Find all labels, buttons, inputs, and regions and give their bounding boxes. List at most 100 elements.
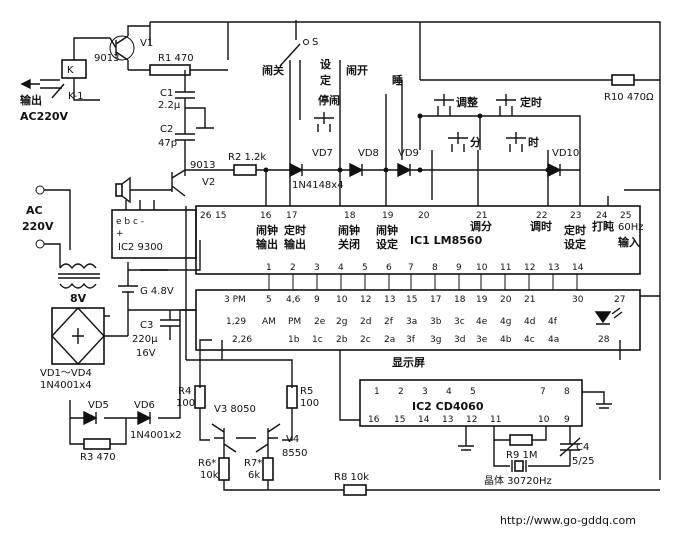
r4-value: 100 <box>176 398 195 409</box>
capacitor-c1: C1 2.2μ <box>158 70 214 129</box>
r8-label: R8 10k <box>334 472 369 483</box>
ic2-cd4060: 1 2 3 4 5 7 8 IC2 CD4060 16 15 14 13 12 … <box>359 379 612 451</box>
r2-label: R2 1.2k <box>228 152 266 163</box>
display-pin-21: 21 <box>524 295 535 305</box>
ic1-lm8560: IC1 LM8560 26 15 16 17 18 19 20 21 22 23… <box>195 205 644 275</box>
switch-s-label: S <box>312 37 318 48</box>
transformer: 8V <box>58 263 100 305</box>
r9-label: R9 1M <box>506 450 537 461</box>
r1-label: R1 470 <box>158 53 194 64</box>
diode-vd9: VD9 <box>397 148 419 178</box>
relay-k1-label: K-1 <box>68 91 83 102</box>
display-seg-pm: PM <box>288 317 301 327</box>
ic1-pin-9: 9 <box>456 263 462 273</box>
display-seg-3a: 3a <box>406 317 417 327</box>
display-seg-4d: 4d <box>524 317 535 327</box>
ic1-fn-alarm-off-1: 闹钟 <box>338 223 360 237</box>
transistor-v1: V1 9013 <box>94 25 153 70</box>
diode-vd8: VD8 <box>349 148 379 178</box>
display-pin-27: 27 <box>614 295 625 305</box>
switch-shuimian: 睡 <box>385 73 403 160</box>
resistor-r5: R5 100 <box>282 385 319 441</box>
vd9-label: VD9 <box>398 148 419 159</box>
display-pin-9: 9 <box>314 295 320 305</box>
resistor-r6: R6* 10k <box>198 448 344 491</box>
display-seg-2e: 2e <box>314 317 326 327</box>
capacitor-c3: C3 220μ 16V <box>128 309 195 359</box>
ic4060-name: IC2 CD4060 <box>412 400 484 413</box>
display-seg-4e: 4e <box>476 317 488 327</box>
vd5-label: VD5 <box>88 400 109 411</box>
vd8-label: VD8 <box>358 148 379 159</box>
ic4060-pin-7: 7 <box>540 387 546 397</box>
ic1-fn-adjust-hour: 调时 <box>530 219 552 233</box>
display-screen: 3 PM 5 4,6 9 10 12 13 15 17 18 19 20 21 … <box>195 289 641 351</box>
c3-label: C3 <box>140 320 153 331</box>
bridge-label-1: VD1～VD4 <box>40 368 92 379</box>
display-pin-28: 28 <box>598 335 610 345</box>
c3-value-2: 16V <box>136 348 156 359</box>
switch-shuimian-label: 睡 <box>392 73 403 87</box>
ic1-fn-timer-set-2: 设定 <box>564 237 586 251</box>
transistor-v2: 9013 V2 <box>171 160 215 197</box>
resistor-r3: R3 470 <box>69 418 127 463</box>
top-supply-rail <box>149 21 661 480</box>
ic4060-pin-8: 8 <box>564 387 570 397</box>
ic1-pin-3: 3 <box>314 263 320 273</box>
display-seg-2c: 2c <box>360 335 371 345</box>
display-pin-17: 17 <box>430 295 441 305</box>
diode-vd10: VD10 <box>420 148 580 178</box>
c3-value-1: 220μ <box>132 334 158 345</box>
display-seg-4f: 4f <box>548 317 558 327</box>
ic1-pin-20: 20 <box>418 211 430 221</box>
switch-kai-label: 闹开 <box>346 63 368 77</box>
resistor-r4: R4 100 <box>176 385 210 441</box>
display-pin-18: 18 <box>454 295 466 305</box>
ic1-pin-23: 23 <box>570 211 581 221</box>
transformer-voltage: 8V <box>70 292 87 305</box>
display-seg-4c: 4c <box>524 335 535 345</box>
vd7-type: 1N4148x4 <box>292 180 344 191</box>
website-url: http://www.go-gddq.com <box>500 514 636 527</box>
resistor-r7: R7* 6k <box>244 448 274 490</box>
r10-label: R10 470Ω <box>604 92 654 103</box>
ic1-fn-60hz-1: 60Hz <box>618 222 644 233</box>
resistor-r1: R1 470 <box>128 53 228 76</box>
ic4060-pin-1: 1 <box>374 387 380 397</box>
display-caption: 显示屏 <box>392 356 425 369</box>
led-icon <box>594 307 623 325</box>
ic1-name: IC1 LM8560 <box>410 234 483 247</box>
ic1-pin-10: 10 <box>476 263 488 273</box>
v4-type: 8550 <box>282 448 307 459</box>
ic1-fn-alarm-set-2: 设定 <box>376 237 398 251</box>
v2-label: V2 <box>202 177 215 188</box>
output-label-2: AC220V <box>20 110 69 123</box>
diode-vd6: VD6 1N4001x2 <box>126 360 182 441</box>
display-seg-2b: 2b <box>336 335 348 345</box>
r7-value: 6k <box>248 470 260 481</box>
ic1-fn-60hz-2: 输入 <box>618 235 640 249</box>
ic4060-pin-12: 12 <box>466 415 477 425</box>
ic4060-pin-11: 11 <box>490 415 501 425</box>
display-seg-3g: 3g <box>430 335 441 345</box>
switch-tiaozheng-label: 调整 <box>456 95 478 109</box>
ic1-pin-16: 16 <box>260 211 272 221</box>
ac-label-1: AC <box>26 204 43 217</box>
ic1-fn-timer-set-1: 定时 <box>564 223 586 237</box>
transistor-v4: V4 8550 <box>236 423 307 459</box>
display-seg-3e: 3e <box>476 335 488 345</box>
vd6-type: 1N4001x2 <box>130 430 182 441</box>
ac-input: AC 220V <box>22 185 71 268</box>
display-seg-1c: 1c <box>312 335 323 345</box>
display-seg-2a: 2a <box>384 335 395 345</box>
switch-s: S 闹关 设 定 闹开 <box>262 20 368 140</box>
ic9300-pins: e b c - <box>116 217 144 227</box>
display-seg-4b: 4b <box>500 335 512 345</box>
ic1-fn-snooze: 打盹 <box>592 219 614 233</box>
switch-fen: 分 <box>448 132 481 152</box>
ic1-pin-25: 25 <box>620 211 631 221</box>
ic4060-pin-5: 5 <box>470 387 476 397</box>
r3-label: R3 470 <box>80 452 116 463</box>
v1-label: V1 <box>140 38 153 49</box>
v3-label: V3 8050 <box>214 404 256 415</box>
